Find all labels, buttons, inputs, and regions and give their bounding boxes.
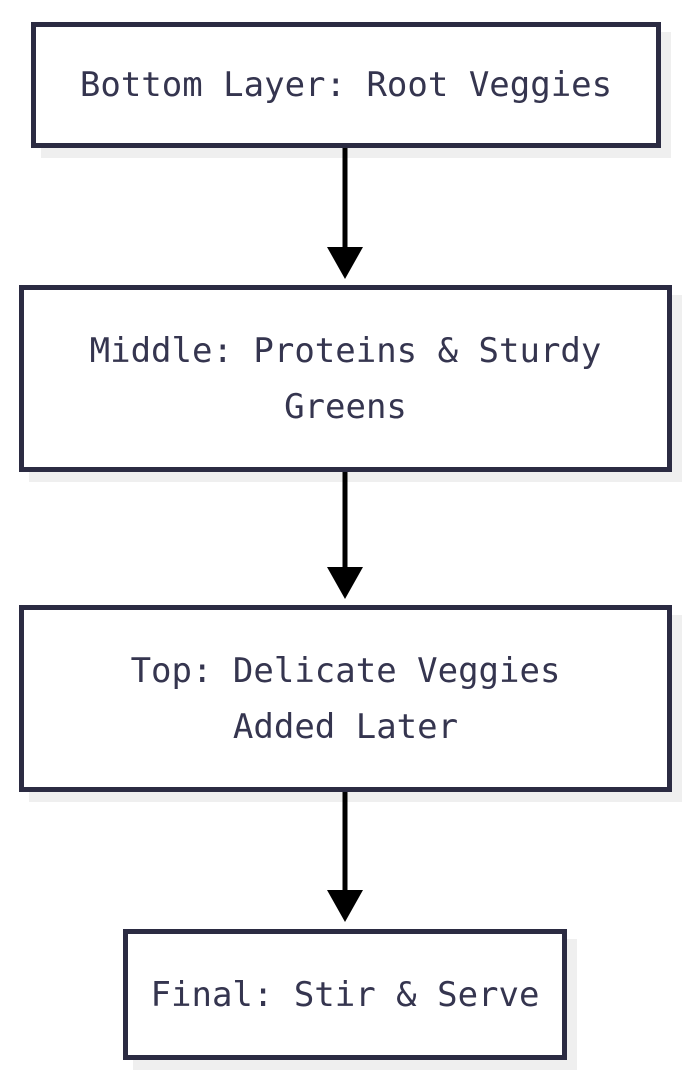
flow-node-bottom-layer: Bottom Layer: Root Veggies [31,22,661,148]
arrowhead-down-icon [327,890,363,922]
arrowhead-down-icon [327,247,363,279]
node-label: Top: Delicate Veggies [130,650,561,691]
node-label: Added Later [232,706,459,747]
arrow-shaft [342,472,348,571]
node-label: Middle: Proteins & Sturdy [89,330,602,371]
arrow-middle-to-top [327,472,363,599]
flow-node-final: Final: Stir & Serve [123,929,567,1060]
arrowhead-down-icon [327,567,363,599]
node-label: Bottom Layer: Root Veggies [79,65,613,105]
arrow-shaft [342,148,348,251]
flow-node-middle: Middle: Proteins & Sturdy Greens [19,285,672,472]
arrow-top-to-final [327,792,363,922]
flow-node-top: Top: Delicate Veggies Added Later [19,605,672,792]
arrow-bottom-to-middle [327,148,363,279]
node-label: Final: Stir & Serve [150,974,540,1015]
node-label: Greens [284,386,407,427]
arrow-shaft [342,792,348,894]
